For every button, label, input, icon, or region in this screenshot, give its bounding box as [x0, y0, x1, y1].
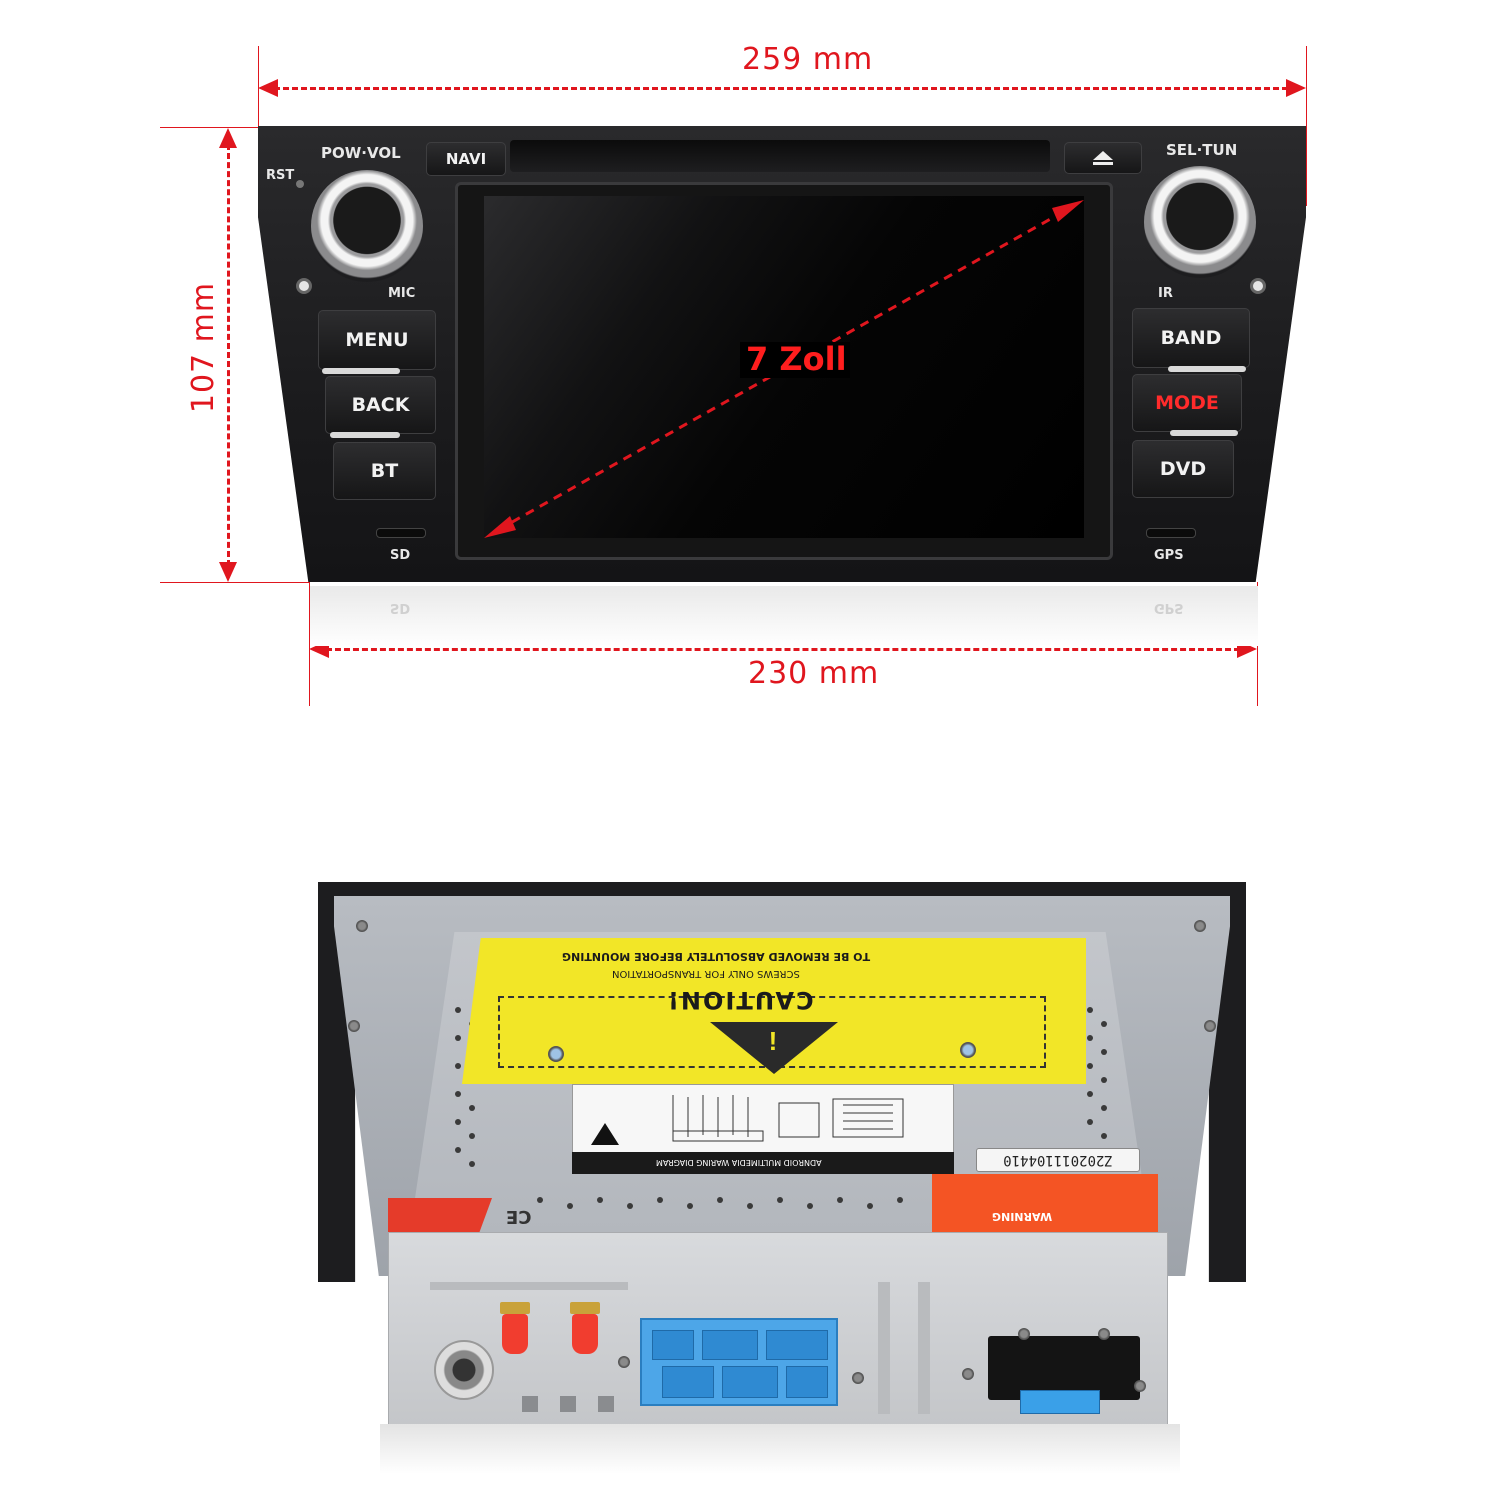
antenna-port[interactable] [502, 1314, 528, 1354]
diagonal-label-backdrop [740, 342, 850, 378]
front-direction-sticker [388, 1198, 492, 1232]
connector-screw-left [618, 1356, 630, 1368]
top-width-arrow-right [1286, 79, 1306, 97]
sd-card-slot[interactable] [376, 528, 426, 538]
mode-button[interactable]: MODE [1132, 374, 1242, 432]
height-arrow-up [219, 128, 237, 148]
wiring-diagram-title: ADNROID MULTIMEDIA WARING DIAGRAM [656, 1158, 822, 1167]
power-screw-left [1018, 1328, 1030, 1340]
height-arrow-down [219, 562, 237, 582]
rear-panel-rib-right [918, 1282, 930, 1414]
caution-title: CAUTION! [666, 986, 814, 1014]
connector-block [702, 1330, 758, 1360]
rear-panel-rib-middle [878, 1282, 890, 1414]
navi-button[interactable]: NAVI [426, 142, 506, 176]
rear-panel-reflection [380, 1424, 1180, 1474]
top-width-extension-right [1306, 46, 1307, 206]
eject-icon [1093, 151, 1113, 165]
height-extension-top [160, 127, 290, 128]
gps-antenna-port[interactable] [572, 1314, 598, 1354]
square-vent-3 [598, 1396, 614, 1412]
gps-label: GPS [1154, 548, 1184, 563]
serial-number-label: Z202011104410 [976, 1148, 1140, 1172]
band-button[interactable]: BAND [1132, 308, 1250, 368]
band-separator [1168, 366, 1246, 372]
plate-screw-tr [1194, 920, 1206, 932]
bottom-width-label: 230 mm [748, 656, 880, 691]
height-label: 107 mm [186, 281, 222, 414]
blue-fuse [1020, 1390, 1100, 1414]
top-width-arrow-left [258, 79, 278, 97]
eject-button[interactable] [1064, 142, 1142, 174]
warning-sticker: WARNING [932, 1174, 1158, 1232]
gps-port-base [570, 1302, 600, 1314]
back-separator [330, 432, 400, 438]
usb-round-port[interactable] [434, 1340, 494, 1400]
tune-knob[interactable] [1144, 166, 1256, 278]
transport-screw-right [960, 1042, 976, 1058]
ce-mark-icon: CE [506, 1206, 532, 1227]
mic-label: MIC [388, 286, 416, 301]
bt-button[interactable]: BT [333, 442, 436, 500]
square-vent-2 [560, 1396, 576, 1412]
bottom-width-dimension-line [326, 648, 1240, 651]
ir-label: IR [1158, 286, 1173, 301]
reflection-sd-label: SD [390, 600, 411, 615]
plate-screw-mr [1204, 1020, 1216, 1032]
menu-button[interactable]: MENU [318, 310, 436, 370]
power-screw-side [1134, 1380, 1146, 1392]
power-screw-far-left [962, 1368, 974, 1380]
pow-vol-label: POW·VOL [321, 144, 401, 162]
reset-pinhole[interactable] [296, 180, 304, 188]
plate-screw-tl [356, 920, 368, 932]
height-dimension-line [227, 144, 230, 566]
wiring-diagram-title-bar [572, 1152, 954, 1174]
warning-title: WARNING [992, 1210, 1053, 1223]
rear-panel-rib-left [430, 1282, 628, 1290]
caution-line1: TO BE REMOVED ABSOLUTELY BEFORE MOUNTING [562, 950, 871, 963]
caution-exclamation-icon: ! [768, 1026, 778, 1056]
sel-tun-label: SEL·TUN [1166, 141, 1238, 159]
gps-card-slot[interactable] [1146, 528, 1196, 538]
connector-block [662, 1366, 714, 1398]
connector-screw-right [852, 1372, 864, 1384]
mode-separator [1170, 430, 1238, 436]
screen-size-label: 7 Zoll [746, 340, 847, 378]
back-button[interactable]: BACK [325, 376, 436, 434]
top-width-label: 259 mm [742, 42, 874, 77]
antenna-port-base [500, 1302, 530, 1314]
caution-warning-icon [710, 1022, 838, 1074]
connector-block [652, 1330, 694, 1360]
disc-slot [510, 140, 1050, 172]
plate-screw-ml [348, 1020, 360, 1032]
wiring-diagram-icon [591, 1095, 904, 1145]
right-mount-hole [1250, 278, 1266, 294]
faceplate-reflection [310, 586, 1258, 646]
reset-label: RST [266, 168, 295, 183]
transport-screw-left [548, 1046, 564, 1062]
dvd-button[interactable]: DVD [1132, 440, 1234, 498]
caution-line2: SCREWS ONLY FOR TRANSPORTATION [612, 968, 800, 979]
left-mount-hole [296, 278, 312, 294]
square-vent-1 [522, 1396, 538, 1412]
height-extension-bottom [160, 582, 310, 583]
reflection-gps-label: GPS [1154, 600, 1184, 615]
menu-separator [322, 368, 400, 374]
volume-knob[interactable] [311, 170, 423, 282]
connector-block [722, 1366, 778, 1398]
sd-label: SD [390, 548, 411, 563]
black-power-connector[interactable] [988, 1336, 1140, 1400]
power-screw-right [1098, 1328, 1110, 1340]
blue-multi-connector[interactable] [640, 1318, 838, 1406]
connector-block [766, 1330, 828, 1360]
connector-block [786, 1366, 828, 1398]
top-width-dimension-line [274, 87, 1288, 90]
